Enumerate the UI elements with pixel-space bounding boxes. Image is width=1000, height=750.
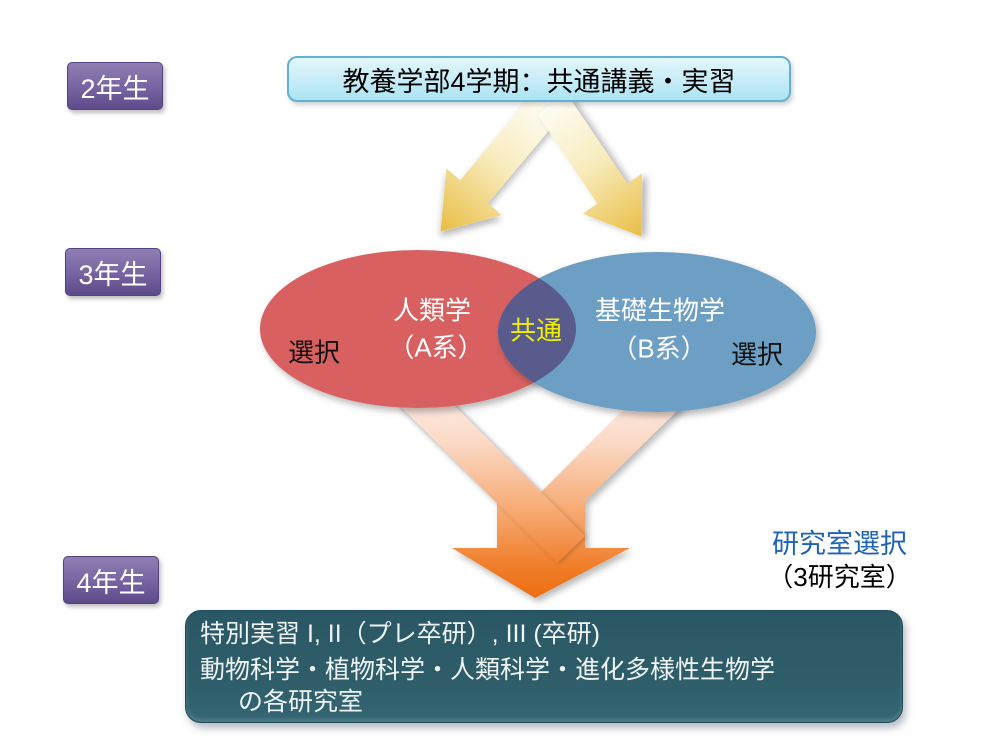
special-practice-line: 特別実習 I, II（プレ卒研）, III (卒研) [200,620,601,648]
year-badge-3: 3年生 [65,248,161,296]
lab-selection-caption: 研究室選択 （3研究室） [742,528,937,594]
basic-biology-title: 基礎生物学 [594,295,726,326]
basic-biology-ellipse [498,252,816,412]
common-lecture-box: 教養学部4学期：共通講義・実習 [287,56,791,102]
common-lecture-label: 教養学部4学期：共通講義・実習 [342,66,736,97]
anthropology-elective-label: 選択 [287,337,341,368]
merge-arrow-left-band-icon [398,377,585,563]
lab-selection-title: 研究室選択 [772,529,907,559]
anthropology-ellipse [260,250,576,408]
anthropology-title: 人類学 [392,295,472,326]
year-badge-4: 4年生 [63,556,159,604]
year-badge-2-label: 2年生 [80,73,150,104]
fourth-year-lab-box: 特別実習 I, II（プレ卒研）, III (卒研) 動物科学・植物科学・人類科… [185,610,903,723]
basic-biology-elective-label: 選択 [730,339,784,370]
lab-fields-line-cont: の各研究室 [238,688,364,716]
lab-selection-subtitle: （3研究室） [767,562,912,592]
branch-arrow-right-icon [537,93,643,237]
year-badge-2: 2年生 [67,62,163,110]
anthropology-subtitle: （A系） [388,332,484,363]
year-badge-4-label: 4年生 [76,567,146,598]
branch-arrow-left-icon [440,94,560,232]
year-badge-3-label: 3年生 [78,259,148,290]
lab-fields-line: 動物科学・植物科学・人類科学・進化多様性生物学 [200,656,776,684]
basic-biology-subtitle: （B系） [611,333,707,364]
common-overlap-label: 共通 [509,315,563,346]
